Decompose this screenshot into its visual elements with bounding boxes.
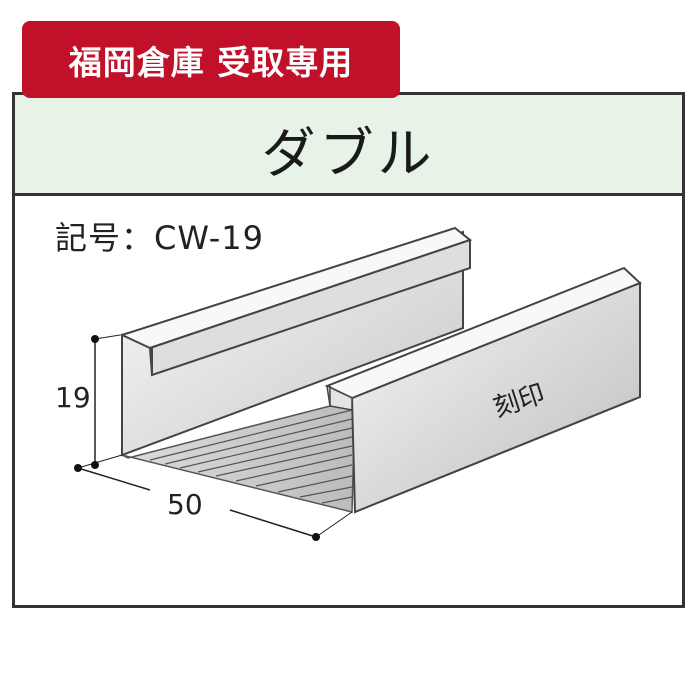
product-symbol: 記号：CW-19 <box>55 219 264 257</box>
width-dimension <box>77 467 353 541</box>
product-type-title: ダブル <box>261 121 436 185</box>
channel-floor <box>121 396 356 513</box>
width-value: 50 <box>167 488 203 521</box>
warehouse-badge-label: 福岡倉庫 受取専用 <box>68 42 354 82</box>
card-header: ダブル <box>15 95 682 196</box>
warehouse-badge: 福岡倉庫 受取専用 <box>22 21 400 98</box>
channel-front-wall <box>324 266 642 514</box>
height-value: 19 <box>55 381 91 414</box>
channel-back-wall <box>119 226 473 457</box>
